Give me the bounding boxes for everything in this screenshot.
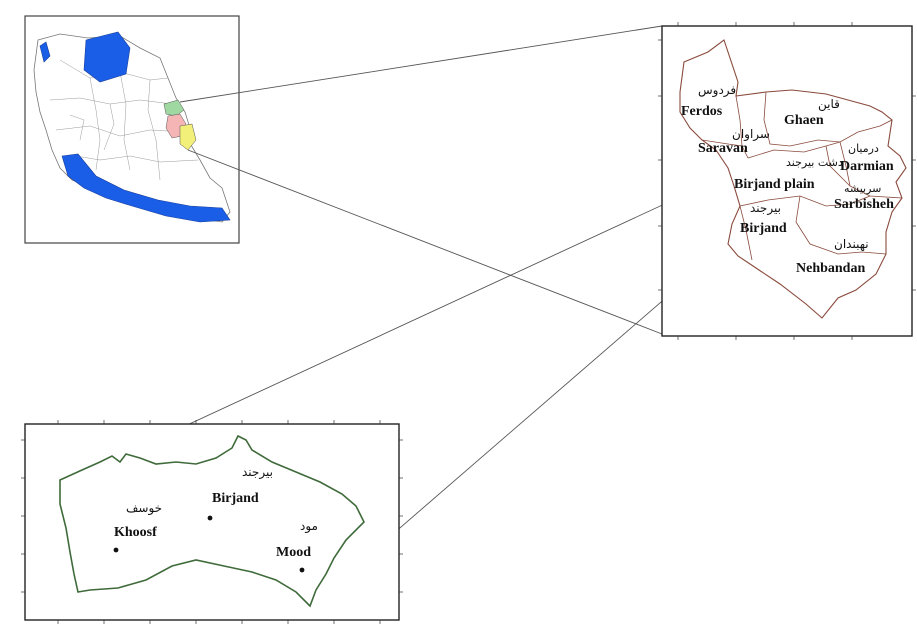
birjand-plain-map: بیرجند Birjand خوسف Khoosf مود Mood: [21, 420, 403, 624]
south-khorasan-outline: [679, 39, 907, 319]
south-khorasan-map: فردوس Ferdos قاین Ghaen سراوان Saravan د…: [658, 22, 916, 340]
birjand-plain-ticks: [21, 420, 403, 624]
label-birjand-plain-fa: دشت بیرجند: [786, 156, 843, 169]
iran-province-lines: [49, 59, 199, 181]
study-subarea-green: [163, 99, 185, 117]
label-city-mood-fa: مود: [300, 519, 318, 534]
label-saravan-en: Saravan: [698, 141, 748, 156]
south-khorasan-ticks: [658, 22, 916, 340]
label-ghaen-en: Ghaen: [784, 113, 824, 128]
label-city-birjand-en: Birjand: [212, 491, 259, 506]
highlight-province-north: [83, 31, 131, 83]
label-city-khoosf-fa: خوسف: [126, 501, 162, 516]
label-birjand-en: Birjand: [740, 221, 787, 236]
south-khorasan-boundaries: [701, 91, 903, 261]
label-ferdos-en: Ferdos: [681, 104, 723, 119]
label-darmian-en: Darmian: [840, 159, 894, 174]
label-city-birjand-fa: بیرجند: [242, 465, 273, 480]
label-ghaen-fa: قاین: [818, 97, 840, 112]
iran-inset-map: [24, 15, 240, 244]
study-area-yellow: [179, 123, 197, 151]
label-ferdos-fa: فردوس: [698, 83, 736, 98]
label-darmian-fa: درمیان: [848, 142, 879, 155]
point-khoosf: [113, 547, 119, 553]
highlight-province-west: [39, 41, 51, 63]
label-nehbandan-en: Nehbandan: [796, 261, 865, 276]
label-city-mood-en: Mood: [276, 545, 311, 560]
label-nehbandan-fa: نهبندان: [834, 237, 869, 251]
label-city-khoosf-en: Khoosf: [114, 525, 157, 540]
point-mood: [299, 567, 305, 573]
birjand-plain-boundary: [59, 434, 365, 608]
point-birjand: [207, 515, 213, 521]
label-sarbisheh-fa: سربیشه: [844, 182, 881, 195]
label-birjand-fa: بیرجند: [750, 201, 781, 216]
label-saravan-fa: سراوان: [732, 127, 770, 142]
label-sarbisheh-en: Sarbisheh: [834, 197, 894, 212]
label-birjand-plain-en: Birjand plain: [734, 177, 815, 192]
highlight-province-south: [61, 153, 231, 223]
